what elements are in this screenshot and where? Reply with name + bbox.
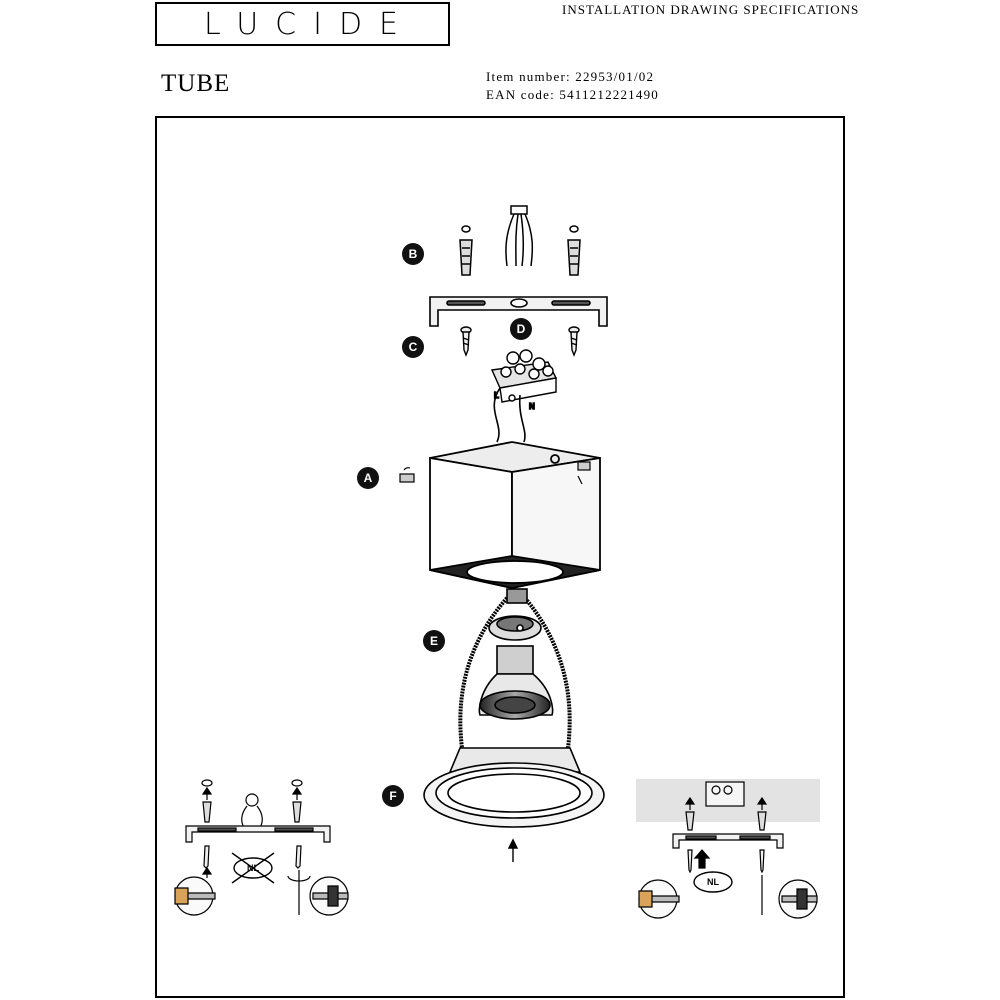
inset-ceiling-mounting [636,779,820,919]
lamp-socket [488,588,542,641]
svg-text:E: E [430,634,438,648]
ean-code: EAN code: 5411212221490 [486,87,659,102]
gu10-bulb-icon [478,645,554,720]
lamp-holder-springs [458,596,572,749]
item-number: Item number: 22953/01/02 [486,69,655,84]
document-title: INSTALLATION DRAWING SPECIFICATIONS [562,2,860,17]
grub-screw-right [577,461,591,485]
svg-text:D: D [517,322,526,336]
lamp-housing [429,441,601,590]
svg-text:NL: NL [707,877,719,887]
part-label-f: F [382,785,404,807]
part-label-a: A [357,467,379,489]
terminal-neutral-label: N [529,402,535,411]
product-meta: Item number: 22953/01/02 EAN code: 54112… [486,68,659,104]
drawing-frame [155,116,845,998]
brand-logo: LUCIDE [155,2,450,46]
product-name: TUBE [161,70,231,97]
inset-bracket-mounting [174,779,349,916]
logo-text: LUCIDE [203,6,416,42]
cable-hanger-icon [505,205,534,267]
svg-text:F: F [389,789,396,803]
svg-text:B: B [409,247,418,261]
part-label-b: B [402,243,424,265]
part-label-e: E [423,630,445,652]
mounting-bracket [429,296,608,327]
svg-text:C: C [409,340,418,354]
screw-right [568,326,580,357]
screw-left [460,326,472,357]
wall-plug-left [459,225,473,276]
svg-text:A: A [364,471,373,485]
part-label-d: D [510,318,532,340]
supply-wires [493,387,526,443]
grub-screw-left [399,467,415,483]
nl-icon: NL [693,871,733,893]
part-label-c: C [402,336,424,358]
push-up-arrow-icon [507,838,519,862]
trim-ring [423,747,605,828]
nl-prohibited-icon: NL [231,852,275,884]
wall-plug-right [567,225,581,276]
terminal-block: L N [490,349,558,412]
